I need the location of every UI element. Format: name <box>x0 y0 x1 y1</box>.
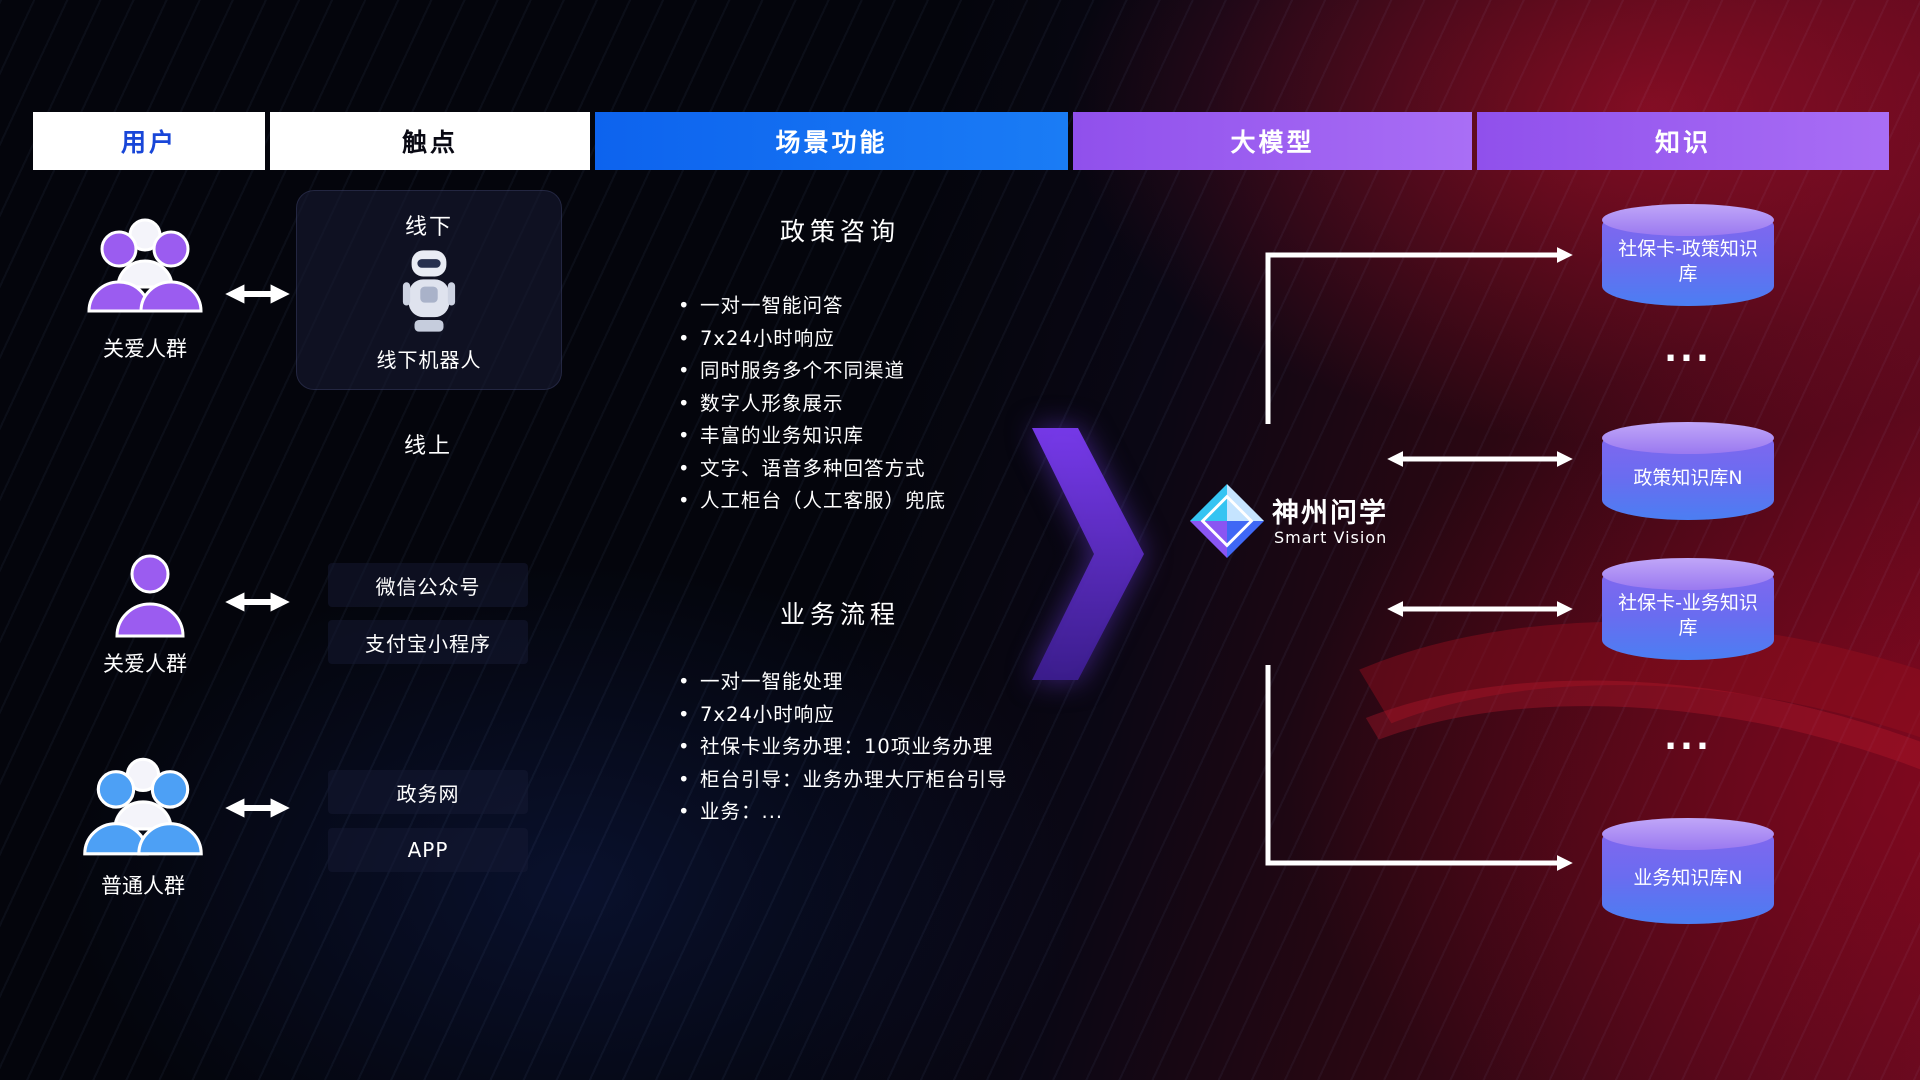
knowledge-db-business-n: 业务知识库N <box>1602 818 1774 924</box>
model-name: 神州问学 <box>1272 498 1388 529</box>
policy-consult-title: 政策咨询 <box>779 217 900 246</box>
online-title: 线上 <box>403 434 452 459</box>
flow-arrow-icon <box>1032 428 1144 680</box>
robot-icon <box>402 250 456 332</box>
channel-wechat: 微信公众号 <box>328 563 528 607</box>
bullet-item: 一对一智能问答 <box>676 290 946 323</box>
smart-vision-logo-icon <box>1189 483 1265 559</box>
channel-app: APP <box>328 828 528 872</box>
bullet-item: 丰富的业务知识库 <box>676 420 946 453</box>
bullet-item: 7x24小时响应 <box>676 699 1008 732</box>
offline-robot-card: 线下 线下机器人 <box>296 190 562 390</box>
db-label: 业务知识库N <box>1633 866 1743 889</box>
care-group-icon <box>87 218 203 313</box>
channel-alipay: 支付宝小程序 <box>328 620 528 664</box>
bullet-item: 同时服务多个不同渠道 <box>676 355 946 388</box>
column-header-touchpoint: 触点 <box>270 112 590 170</box>
user-group-label: 关爱人群 <box>103 652 187 676</box>
channel-gov-site: 政务网 <box>328 770 528 814</box>
db-label: 社保卡-政策知识库 <box>1618 238 1758 285</box>
column-header-knowledge: 知识 <box>1477 112 1889 170</box>
offline-robot-label: 线下机器人 <box>376 348 482 372</box>
column-header-scenario: 场景功能 <box>595 112 1068 170</box>
db-label: 社保卡-业务知识库 <box>1618 592 1758 639</box>
bullet-item: 社保卡业务办理：10项业务办理 <box>676 731 1008 764</box>
bullet-item: 数字人形象展示 <box>676 388 946 421</box>
general-group-icon <box>83 757 203 856</box>
business-process-title: 业务流程 <box>779 600 900 629</box>
bullet-item: 7x24小时响应 <box>676 323 946 356</box>
model-subtitle: Smart Vision <box>1274 528 1388 547</box>
knowledge-db-business-shebao: 社保卡-业务知识库 <box>1602 558 1774 660</box>
bullet-item: 业务：... <box>676 796 1008 829</box>
bullet-item: 柜台引导：业务办理大厅柜台引导 <box>676 764 1008 797</box>
offline-title: 线下 <box>404 215 453 240</box>
ellipsis: ... <box>1664 718 1712 758</box>
db-label: 政策知识库N <box>1633 466 1743 489</box>
column-header-user: 用户 <box>33 112 265 170</box>
knowledge-db-policy-shebao: 社保卡-政策知识库 <box>1602 204 1774 306</box>
bullet-item: 文字、语音多种回答方式 <box>676 453 946 486</box>
policy-bullet-list: 一对一智能问答 7x24小时响应 同时服务多个不同渠道 数字人形象展示 丰富的业… <box>676 290 946 518</box>
care-person-icon <box>115 554 185 638</box>
knowledge-db-policy-n: 政策知识库N <box>1602 422 1774 520</box>
business-bullet-list: 一对一智能处理 7x24小时响应 社保卡业务办理：10项业务办理 柜台引导：业务… <box>676 666 1008 829</box>
bullet-item: 一对一智能处理 <box>676 666 1008 699</box>
user-group-label: 关爱人群 <box>103 337 187 361</box>
ellipsis: ... <box>1664 330 1712 370</box>
bullet-item: 人工柜台（人工客服）兜底 <box>676 485 946 518</box>
column-header-model: 大模型 <box>1073 112 1472 170</box>
user-group-label: 普通人群 <box>101 874 185 898</box>
